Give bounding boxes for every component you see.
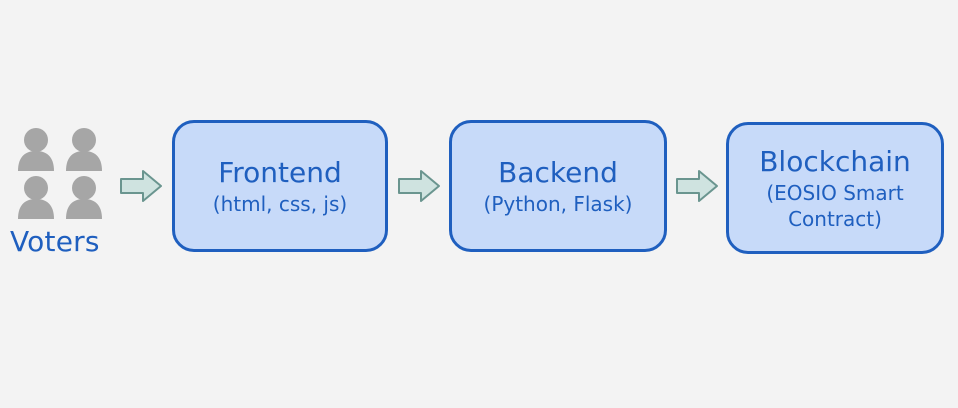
node-subtitle: (html, css, js): [212, 192, 348, 216]
voters-label: Voters: [10, 225, 100, 258]
node-subtitle: (EOSIO Smart Contract): [766, 181, 904, 231]
users-group-icon: [14, 122, 106, 226]
arrow-right-icon: [119, 169, 163, 203]
arrow-right-icon: [397, 169, 441, 203]
node-title: Backend: [498, 156, 618, 189]
node-backend: Backend (Python, Flask): [449, 120, 667, 252]
node-blockchain: Blockchain (EOSIO Smart Contract): [726, 122, 944, 254]
node-title: Blockchain: [759, 145, 911, 178]
node-frontend: Frontend (html, css, js): [172, 120, 388, 252]
node-title: Frontend: [218, 156, 342, 189]
node-subtitle: (Python, Flask): [483, 192, 633, 216]
arrow-right-icon: [675, 169, 719, 203]
